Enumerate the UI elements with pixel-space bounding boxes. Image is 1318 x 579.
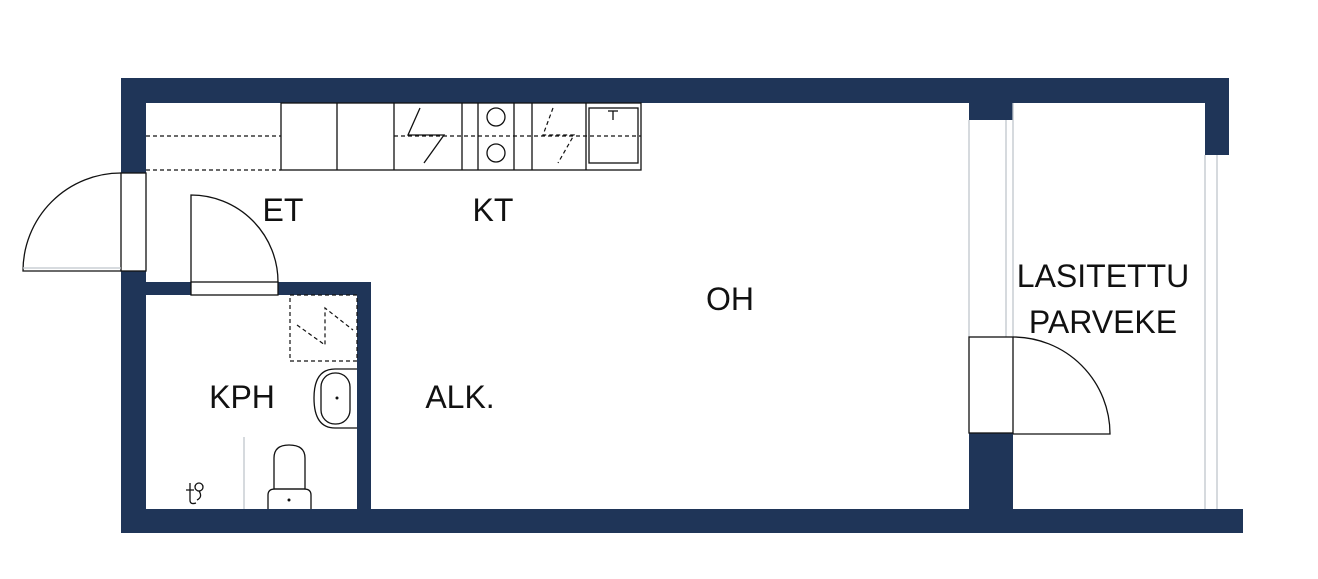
sink-icon	[588, 107, 639, 164]
fridge-icon	[406, 107, 446, 164]
bathroom-fixtures	[186, 294, 358, 509]
walls	[121, 78, 1243, 533]
room-label-balcony-line2: PARVEKE	[1029, 304, 1177, 340]
room-label-oh: OH	[706, 281, 754, 317]
room-label-alk: ALK.	[425, 379, 494, 415]
floor-drain-icon	[186, 482, 204, 505]
room-label-kph: KPH	[209, 379, 275, 415]
balcony-door	[1012, 336, 1111, 435]
bathroom-door	[190, 194, 279, 296]
entrance-door	[22, 172, 147, 272]
toilet-icon	[273, 444, 306, 490]
stove-burner-icon	[486, 107, 506, 127]
dishwasher-icon	[542, 107, 576, 164]
washbasin-icon	[313, 368, 357, 429]
kitchen-counter	[146, 102, 642, 171]
room-label-kt: KT	[473, 192, 514, 228]
stove-burner-icon	[486, 143, 506, 163]
room-label-balcony-line1: LASITETTU	[1017, 258, 1189, 294]
balcony	[968, 103, 1218, 509]
washing-machine-icon	[289, 294, 358, 362]
room-label-et: ET	[263, 192, 304, 228]
